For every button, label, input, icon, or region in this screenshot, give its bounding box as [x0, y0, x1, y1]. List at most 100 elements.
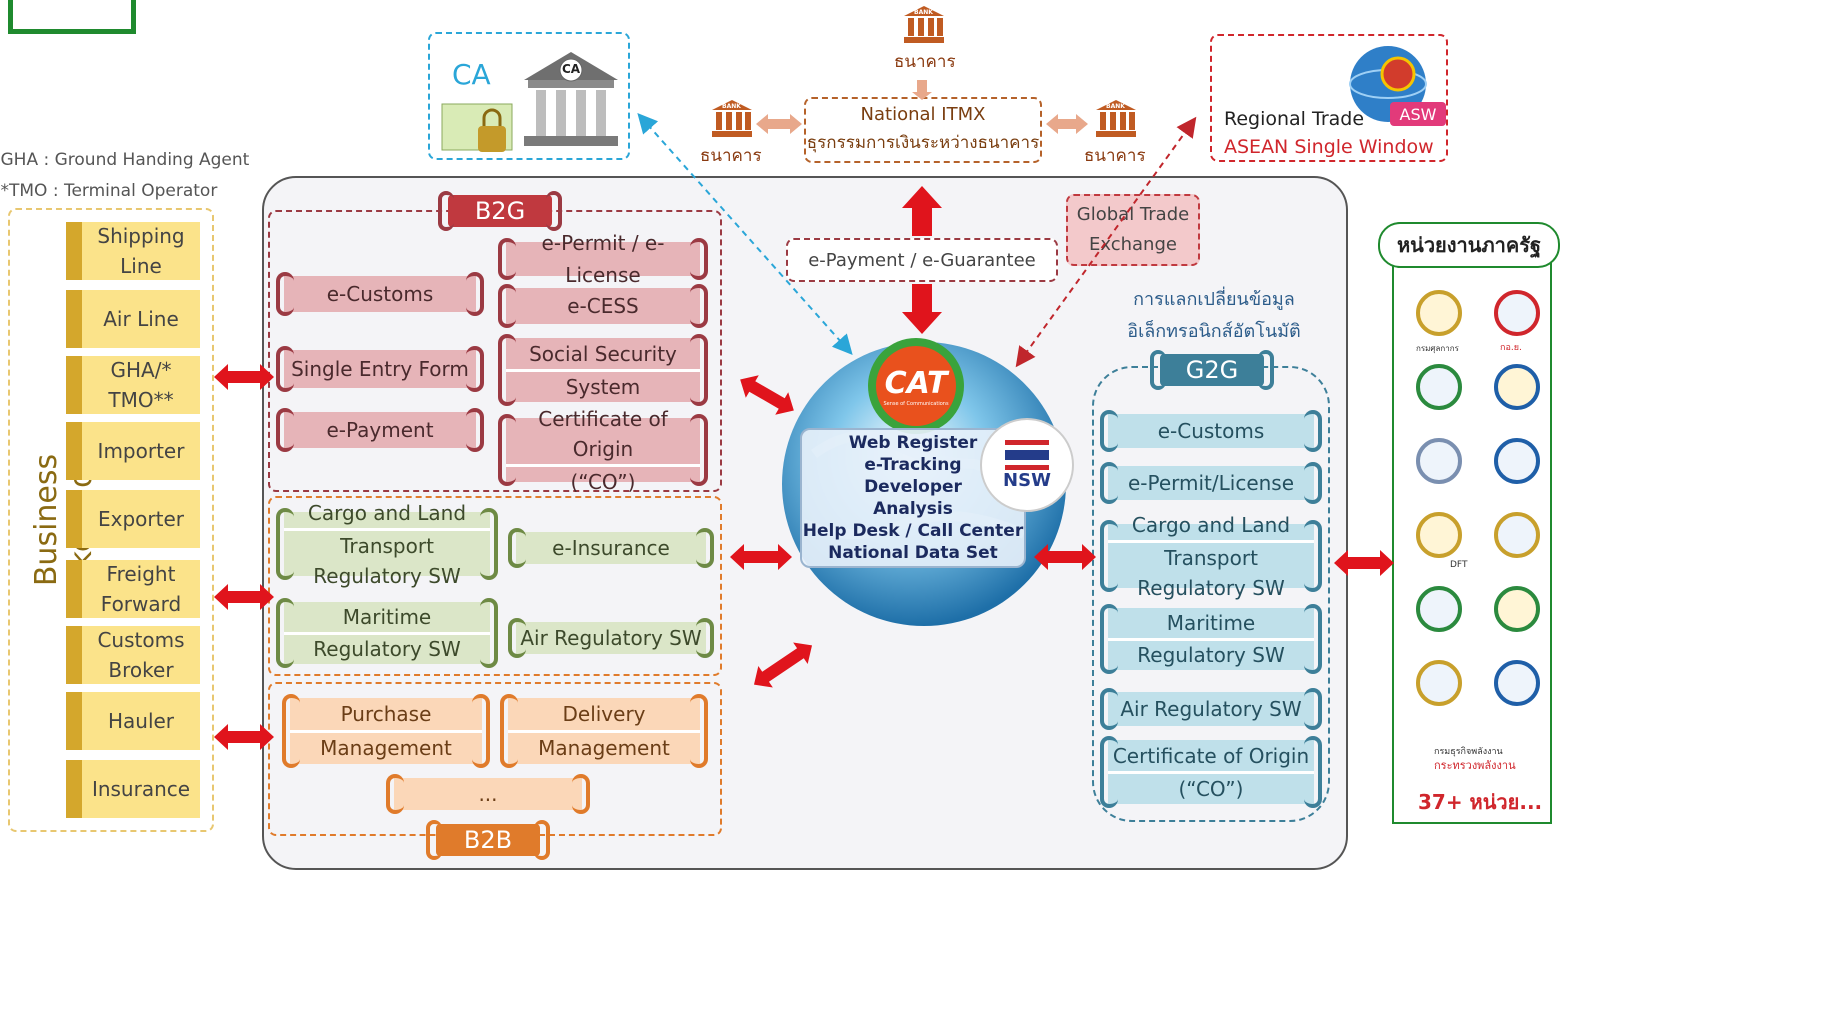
g2g-cert-origin-text: (“CO”)	[1108, 770, 1314, 804]
asw-connector	[1015, 116, 1197, 368]
stakeholder-item: Insurance	[66, 760, 200, 818]
bank-badge: BANK	[722, 103, 741, 110]
stakeholder-label: Shipping	[97, 224, 185, 248]
stakeholder-label: Customs	[97, 628, 185, 652]
agency-logo-icon	[1494, 512, 1540, 558]
stakeholder-label: Forward	[100, 592, 182, 616]
g2g-cert-origin: Certificate of Origin(“CO”)	[1100, 736, 1322, 808]
agency-logo-icon	[1416, 660, 1462, 706]
service-item: Help Desk / Call Center	[802, 521, 1024, 541]
g2g-air-text: Air Regulatory SW	[1120, 697, 1302, 721]
exchange-arrow	[214, 584, 274, 610]
note-gha: *GHA : Ground Handing Agent	[0, 150, 250, 170]
stakeholder-label: Line	[120, 254, 162, 278]
b2g-ecustoms-text: e-Customs	[326, 282, 434, 306]
asw-line1: Regional Trade	[1224, 108, 1365, 130]
b2b-purchase-text: Management	[290, 729, 482, 764]
bank-icon	[904, 6, 944, 43]
ca-connector	[637, 113, 853, 355]
exchange-arrow	[1034, 544, 1096, 570]
nsw-badge: NSW	[980, 418, 1074, 512]
asw-box: ASW Regional Trade ASEAN Single Window	[1210, 34, 1448, 162]
stakeholder-label: Air Line	[103, 307, 179, 331]
b2b-tag: B2B	[426, 820, 550, 860]
stakeholder-label: TMO**	[108, 388, 174, 412]
agency-caption: กรมศุลกากร	[1416, 344, 1459, 353]
agency-logo-icon	[1494, 364, 1540, 410]
asw-line2: ASEAN Single Window	[1224, 136, 1434, 158]
agency-logo-icon	[1494, 438, 1540, 484]
agency-logo-icon	[1494, 660, 1540, 706]
stakeholder-label: Broker	[108, 658, 174, 682]
bank-badge: BANK	[1106, 103, 1125, 110]
exchange-arrow	[730, 544, 792, 570]
exchange-arrow	[214, 364, 274, 390]
agency-logo-icon	[1416, 586, 1462, 632]
stakeholder-item: Importer	[66, 422, 200, 480]
service-item: Analysis	[873, 499, 953, 519]
b2g-cert-origin: Certificate of Origin(“CO”)	[498, 407, 708, 494]
cat-tagline: Sense of Communications	[883, 400, 949, 407]
note-tmo: **TMO : Terminal Operator	[0, 181, 218, 201]
agency-logo-icon	[1416, 290, 1462, 336]
stakeholder-label: Freight	[106, 562, 176, 586]
ca-label: CA	[452, 58, 491, 91]
g2g-ecustoms: e-Customs	[1100, 410, 1322, 452]
b2g-epayment: e-Payment	[276, 408, 484, 452]
reg-cargo-text: Transport Regulatory SW	[284, 527, 490, 591]
service-item: Web Register	[848, 433, 978, 453]
stakeholder-label: Importer	[97, 439, 185, 463]
service-item: National Data Set	[828, 543, 998, 563]
g2g-epermit: e-Permit/License	[1100, 462, 1322, 504]
b2g-social-security-text: System	[506, 368, 700, 402]
b2g-tag: B2G	[438, 191, 562, 231]
reg-maritime-text: Maritime	[342, 604, 432, 629]
stakeholder-label: Exporter	[98, 507, 184, 531]
reg-einsurance-text: e-Insurance	[552, 536, 670, 560]
agency-caption: กรมธุรกิจพลังงาน	[1434, 747, 1503, 757]
agency-caption: กระทรวงพลังงาน	[1434, 759, 1516, 772]
corner-frame	[8, 0, 136, 34]
exchange-arrow	[753, 642, 813, 688]
g2g-cert-origin-text: Certificate of Origin	[1112, 743, 1310, 768]
exchange-arrow	[1334, 550, 1394, 576]
service-item: e-Tracking	[864, 455, 962, 475]
gov-panel	[1392, 244, 1552, 824]
b2g-single-entry: Single Entry Form	[276, 346, 484, 392]
ca-building-label: CA	[562, 62, 581, 76]
agency-caption: DFT	[1450, 560, 1468, 570]
g2g-epermit-text: e-Permit/License	[1127, 471, 1295, 495]
bank-badge: BANK	[914, 9, 933, 16]
stakeholder-item: Air Line	[66, 290, 200, 348]
b2b-more: ...	[386, 774, 590, 814]
stakeholders-panel	[8, 208, 214, 832]
ca-box: CA CA	[428, 32, 630, 160]
reg-maritime-text: Regulatory SW	[284, 631, 490, 664]
b2g-cert-origin-text: (“CO”)	[506, 463, 700, 497]
agency-logo-icon	[1416, 512, 1462, 558]
reg-air-text: Air Regulatory SW	[520, 626, 702, 650]
itmx-subtitle: ธุรกรรมการเงินระหว่างธนาคาร	[806, 133, 1040, 153]
agency-logo-icon	[1416, 364, 1462, 410]
cat-logo: CAT Sense of Communications	[868, 338, 964, 434]
b2b-delivery-text: Delivery	[562, 701, 646, 726]
nsw-label: NSW	[1003, 469, 1051, 491]
reg-air: Air Regulatory SW	[508, 618, 714, 658]
stakeholder-label: Hauler	[107, 709, 175, 733]
g2g-cargo-text: Cargo and Land	[1131, 512, 1291, 537]
agency-logo-icon	[1494, 290, 1540, 336]
gov-title: หน่วยงานภาครัฐ	[1378, 222, 1560, 268]
b2g-ecustoms: e-Customs	[276, 272, 484, 316]
b2g-single-entry-text: Single Entry Form	[291, 357, 469, 381]
b2g-epayment-text: e-Payment	[326, 418, 434, 442]
